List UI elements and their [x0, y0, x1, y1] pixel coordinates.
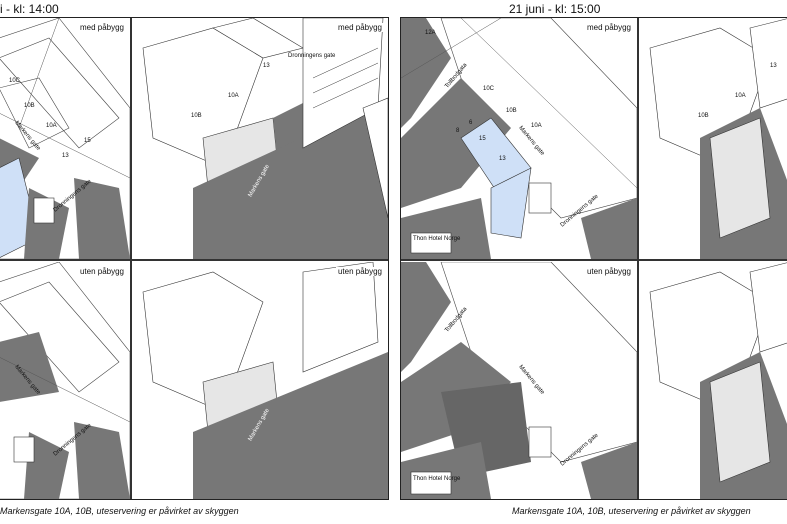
label-10c: 10C: [9, 78, 21, 84]
label-10a-3d: 10A: [228, 93, 239, 99]
right-top-3d-view: 10B 10A 13: [640, 18, 787, 259]
right-top-label: med påbygg: [584, 23, 633, 32]
left-bottom-street-view: uten påbygg Markens gate Dronningens gat…: [0, 262, 130, 499]
left-vertical-divider: [130, 18, 132, 499]
left-bottom-street-view-drawing: [0, 262, 130, 499]
label-6: 6: [469, 120, 473, 126]
label-10b-r: 10B: [506, 108, 517, 114]
left-figure-frame: med påbygg Markens gate Dronningens gate…: [0, 17, 389, 500]
label-10a-r: 10A: [531, 123, 542, 129]
label-10b: 10B: [24, 103, 35, 109]
left-top-3d-view: med påbygg Markens gate Dronningens gate…: [133, 18, 388, 259]
left-top-street-view: med påbygg Markens gate Dronningens gate…: [0, 18, 130, 259]
left-bottom-label: uten påbygg: [77, 267, 126, 276]
left-top-right-label: med påbygg: [335, 23, 384, 32]
label-10c-r: 10C: [483, 86, 495, 92]
label-10a: 10A: [46, 123, 57, 129]
right-horizontal-divider: [401, 259, 787, 261]
right-caption: Markensgate 10A, 10B, uteservering er på…: [512, 506, 751, 516]
label-13-r: 13: [499, 156, 506, 162]
label-10b-3d-r: 10B: [698, 113, 709, 119]
left-time-header: i - kl: 14:00: [0, 2, 59, 16]
label-10a-3d-r: 10A: [735, 93, 746, 99]
right-bottom-3d-drawing: [649, 262, 787, 499]
label-15-r: 15: [479, 136, 486, 142]
label-13: 13: [62, 153, 69, 159]
left-top-3d-drawing: [142, 18, 388, 259]
right-bottom-3d-view: [640, 262, 787, 499]
left-caption: Markensgate 10A, 10B, uteservering er på…: [0, 506, 239, 516]
label-15: 15: [84, 138, 91, 144]
right-bottom-street-view: uten påbygg Tollbodgata Markens gate Dro…: [401, 262, 637, 499]
right-top-street-view-drawing: [401, 18, 637, 259]
right-bottom-street-view-drawing: [401, 262, 637, 499]
left-horizontal-divider: [0, 259, 388, 261]
right-vertical-divider: [637, 18, 639, 499]
label-hotel: Thon Hotel Norge: [413, 236, 461, 242]
right-time-header: 21 juni - kl: 15:00: [509, 2, 601, 16]
right-bottom-label: uten påbygg: [584, 267, 633, 276]
label-dronningens-3d: Dronningens gate: [288, 53, 336, 59]
label-10b-3d: 10B: [191, 113, 202, 119]
label-12a: 12A: [425, 30, 436, 36]
label-hotel-b: Thon Hotel Norge: [413, 476, 461, 482]
label-13-3d: 13: [263, 63, 270, 69]
label-13-3d-r: 13: [770, 63, 777, 69]
left-bottom-right-label: uten påbygg: [335, 267, 384, 276]
right-figure-frame: med påbygg Tollbodgata 12A 10C 10B 10A M…: [400, 17, 787, 500]
left-top-label: med påbygg: [77, 23, 126, 32]
right-top-street-view: med påbygg Tollbodgata 12A 10C 10B 10A M…: [401, 18, 637, 259]
left-bottom-3d-view: uten påbygg Markens gate: [133, 262, 388, 499]
right-top-3d-drawing: [649, 18, 787, 259]
left-bottom-3d-drawing: [142, 262, 388, 499]
label-8: 8: [456, 128, 460, 134]
left-top-street-view-drawing: [0, 18, 130, 259]
